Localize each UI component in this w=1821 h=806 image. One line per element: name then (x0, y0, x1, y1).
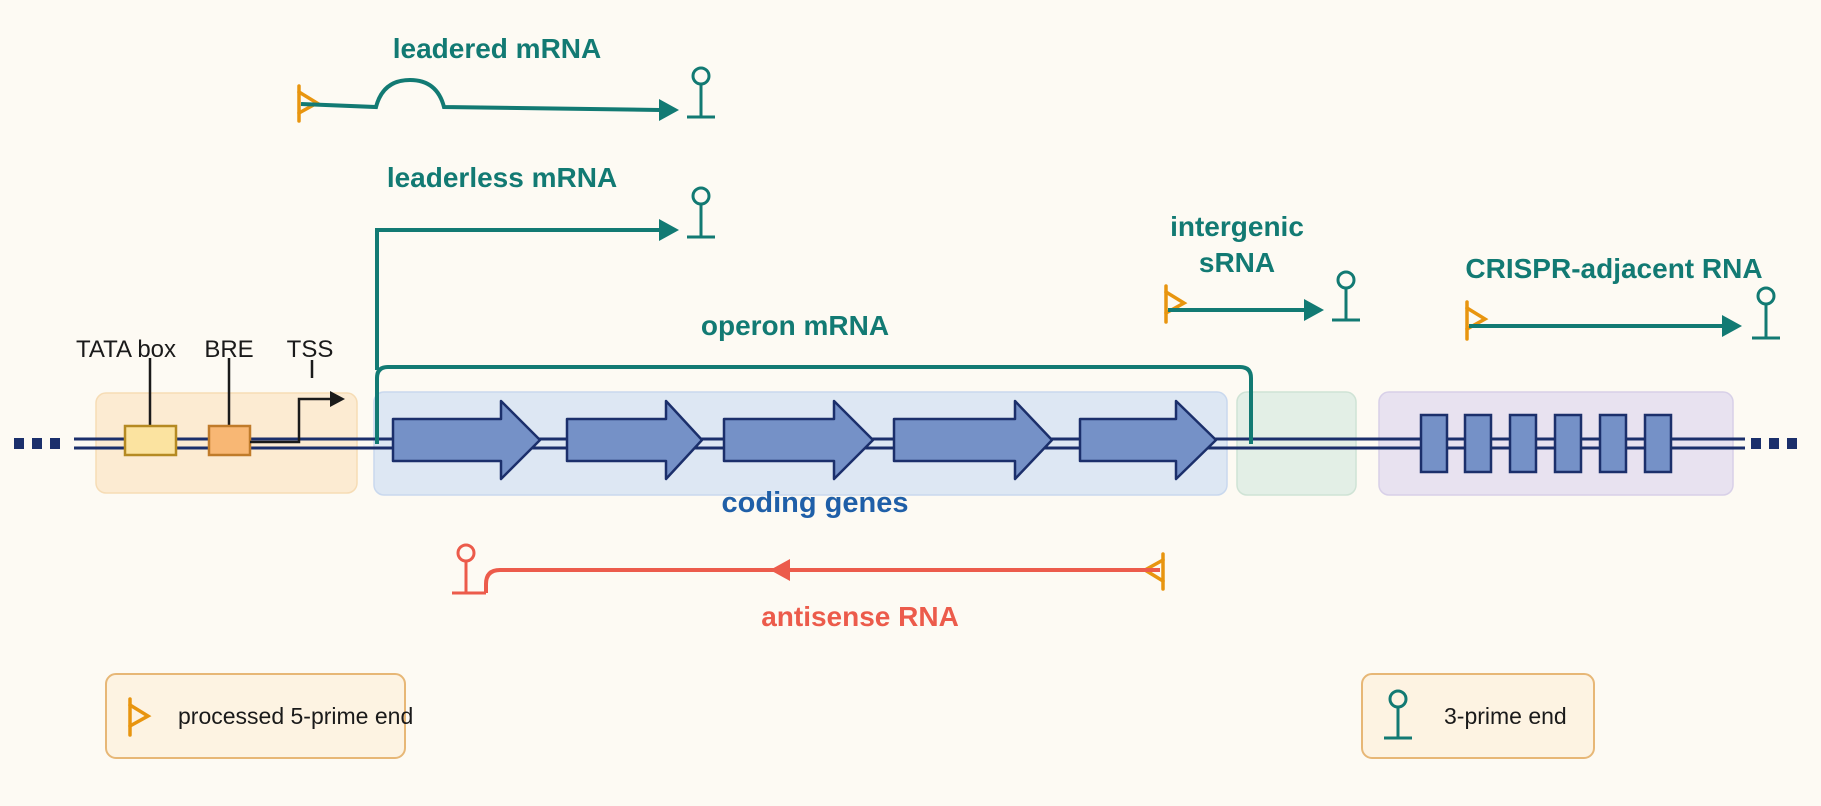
legend-3prime: 3-prime end (1361, 673, 1595, 759)
tata-box-label: TATA box (76, 336, 176, 363)
processed-end-icon (1164, 284, 1188, 324)
genome-ellipsis-right (1751, 438, 1797, 449)
gene-arrow-2 (565, 399, 704, 481)
crispr-adjacent-rna (1465, 286, 1780, 341)
intergenic-region (1236, 391, 1357, 496)
bre-element (207, 358, 252, 457)
crispr-adjacent-rna-label: CRISPR-adjacent RNA (1465, 253, 1762, 284)
genome-ellipsis-left (14, 438, 60, 449)
coding-gene-arrows (391, 399, 1218, 481)
crispr-array (1419, 413, 1673, 474)
gene-arrow-5 (1078, 399, 1218, 481)
operon-mrna-label: operon mRNA (701, 310, 889, 341)
tss-label: TSS (287, 336, 334, 363)
legend-processed-5prime: processed 5-prime end (105, 673, 413, 759)
legend-processed-5prime-label: processed 5-prime end (178, 703, 413, 729)
terminator-stem-loop-icon (1752, 286, 1780, 340)
gene-arrow-1 (391, 399, 542, 481)
leaderless-mrna (375, 186, 715, 370)
intergenic-srna-label-line2: sRNA (1199, 247, 1275, 278)
flag-icon (128, 697, 152, 737)
gene-arrow-3 (722, 399, 875, 481)
bre-label: BRE (204, 336, 253, 363)
processed-end-icon (1465, 300, 1489, 341)
coding-genes-label: coding genes (722, 487, 909, 519)
leadered-mrna (297, 66, 715, 123)
terminator-stem-loop-icon (452, 543, 486, 595)
stem-loop-icon (1384, 689, 1412, 740)
legend-3prime-label: 3-prime end (1444, 703, 1567, 729)
terminator-stem-loop-icon (1332, 270, 1360, 322)
operon-mrna-bracket (375, 365, 1253, 444)
antisense-rna-label: antisense RNA (761, 601, 959, 632)
intergenic-srna-label-line1: intergenic (1170, 211, 1304, 242)
terminator-stem-loop-icon (687, 66, 715, 119)
antisense-rna (452, 543, 1165, 595)
terminator-stem-loop-icon (687, 186, 715, 239)
intergenic-srna (1164, 270, 1360, 324)
gene-arrow-4 (892, 399, 1054, 481)
leadered-mrna-label: leadered mRNA (393, 33, 602, 64)
tata-box (123, 358, 178, 457)
leaderless-mrna-label: leaderless mRNA (387, 162, 617, 193)
tss-arrow (250, 360, 345, 444)
